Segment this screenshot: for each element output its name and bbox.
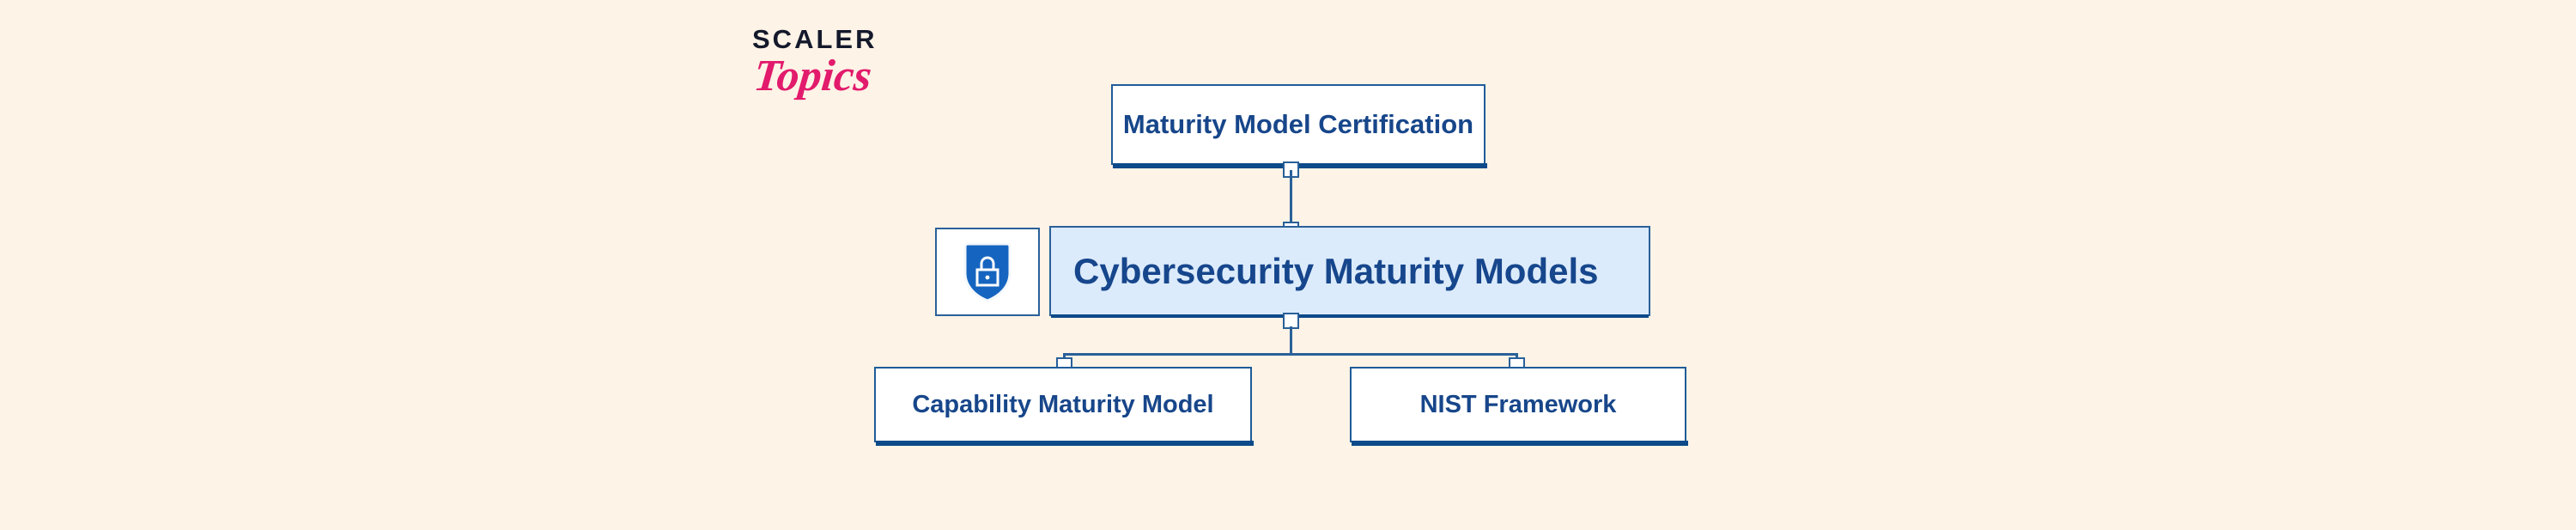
connector-line-vertical [1290,170,1292,228]
node-label: Cybersecurity Maturity Models [1073,250,1599,291]
node-cybersecurity-maturity-models[interactable]: Cybersecurity Maturity Models [1049,226,1650,318]
node-capability-maturity-model[interactable]: Capability Maturity Model [874,367,1254,446]
node-maturity-model-certification[interactable]: Maturity Model Certification [1111,84,1487,168]
connector-line-horizontal [1063,353,1518,356]
shield-lock-icon [963,242,1012,302]
node-label: NIST Framework [1419,390,1617,418]
logo-wordmark-topics: Topics [751,52,874,101]
logo-wordmark-scaler: SCALER [752,24,878,54]
shield-icon-container [935,228,1040,316]
node-label: Capability Maturity Model [912,390,1214,418]
node-nist-framework[interactable]: NIST Framework [1350,367,1688,446]
node-label: Maturity Model Certification [1122,109,1474,139]
connector-line-vertical [1290,326,1292,354]
scaler-topics-logo: SCALER Topics [751,24,958,120]
